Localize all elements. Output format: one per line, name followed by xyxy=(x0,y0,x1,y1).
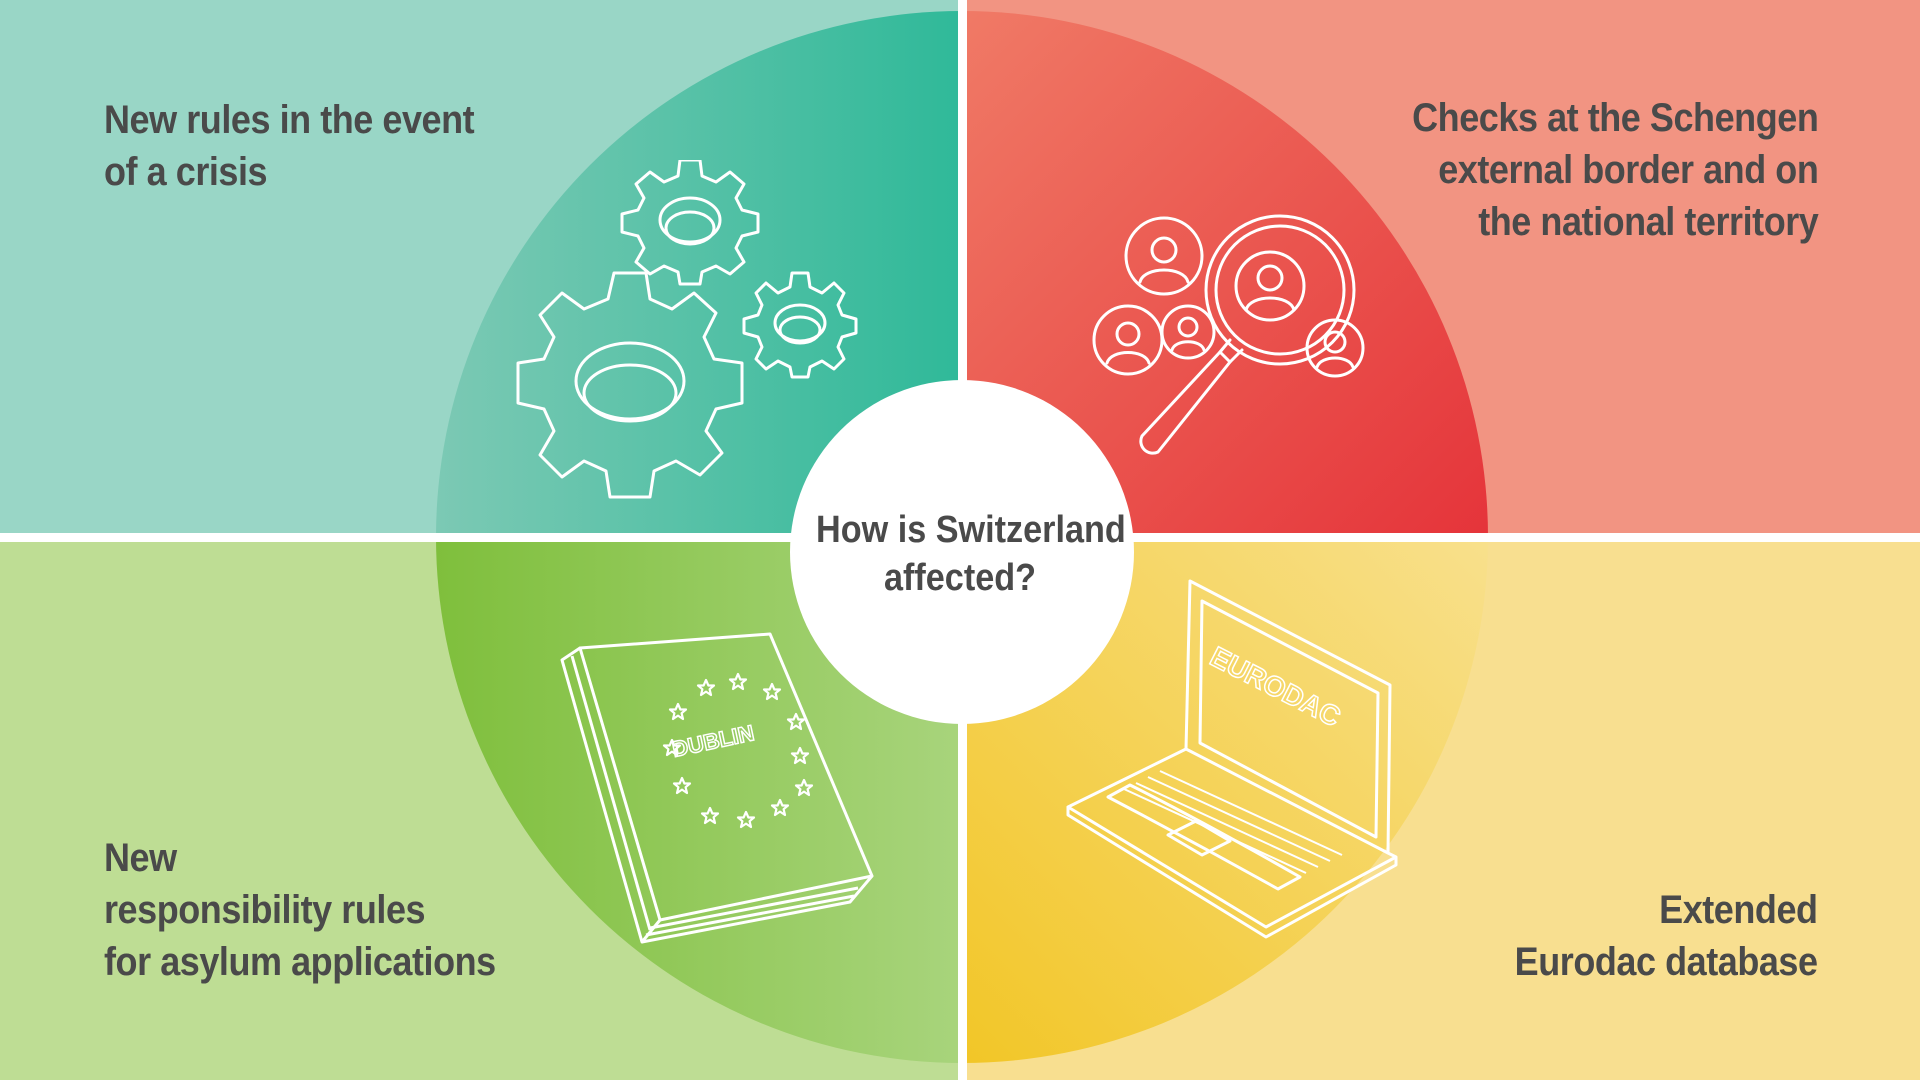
wedge-top-left xyxy=(436,11,962,537)
center-circle xyxy=(790,380,1134,724)
label-line: Checks at the Schengen xyxy=(1411,96,1819,140)
book-title: DUBLIN xyxy=(670,720,756,762)
laptop-screen-text: EURODAC xyxy=(1205,641,1345,733)
label-line: for asylum applications xyxy=(104,940,496,984)
label-line: New xyxy=(104,836,177,880)
gears-icon xyxy=(516,160,858,499)
center-question-line: How is Switzerland xyxy=(816,509,1126,551)
center-question: How is Switzerland affected? xyxy=(816,506,1126,602)
quadrant-label-schengen-checks: Checks at the Schengen external border a… xyxy=(1411,92,1819,248)
label-line: of a crisis xyxy=(104,150,268,194)
wedge-top-right xyxy=(962,11,1488,537)
label-line: Eurodac database xyxy=(1515,940,1818,984)
quadrant-label-responsibility-rules: New responsibility rules for asylum appl… xyxy=(104,832,496,988)
center-question-line: affected? xyxy=(883,557,1037,599)
label-line: New rules in the event xyxy=(104,98,475,142)
label-line: Extended xyxy=(1659,888,1819,932)
dublin-book-icon: DUBLIN xyxy=(560,632,874,944)
laptop-icon: EURODAC xyxy=(1066,579,1398,939)
label-line: responsibility rules xyxy=(104,888,426,932)
quadrant-label-eurodac: Extended Eurodac database xyxy=(1515,884,1818,988)
wedge-bottom-left xyxy=(436,537,962,1063)
label-line: external border and on xyxy=(1437,148,1819,192)
label-line: the national territory xyxy=(1477,200,1819,244)
magnifier-people-icon xyxy=(1092,214,1365,455)
quadrant-label-crisis-rules: New rules in the event of a crisis xyxy=(104,94,475,198)
